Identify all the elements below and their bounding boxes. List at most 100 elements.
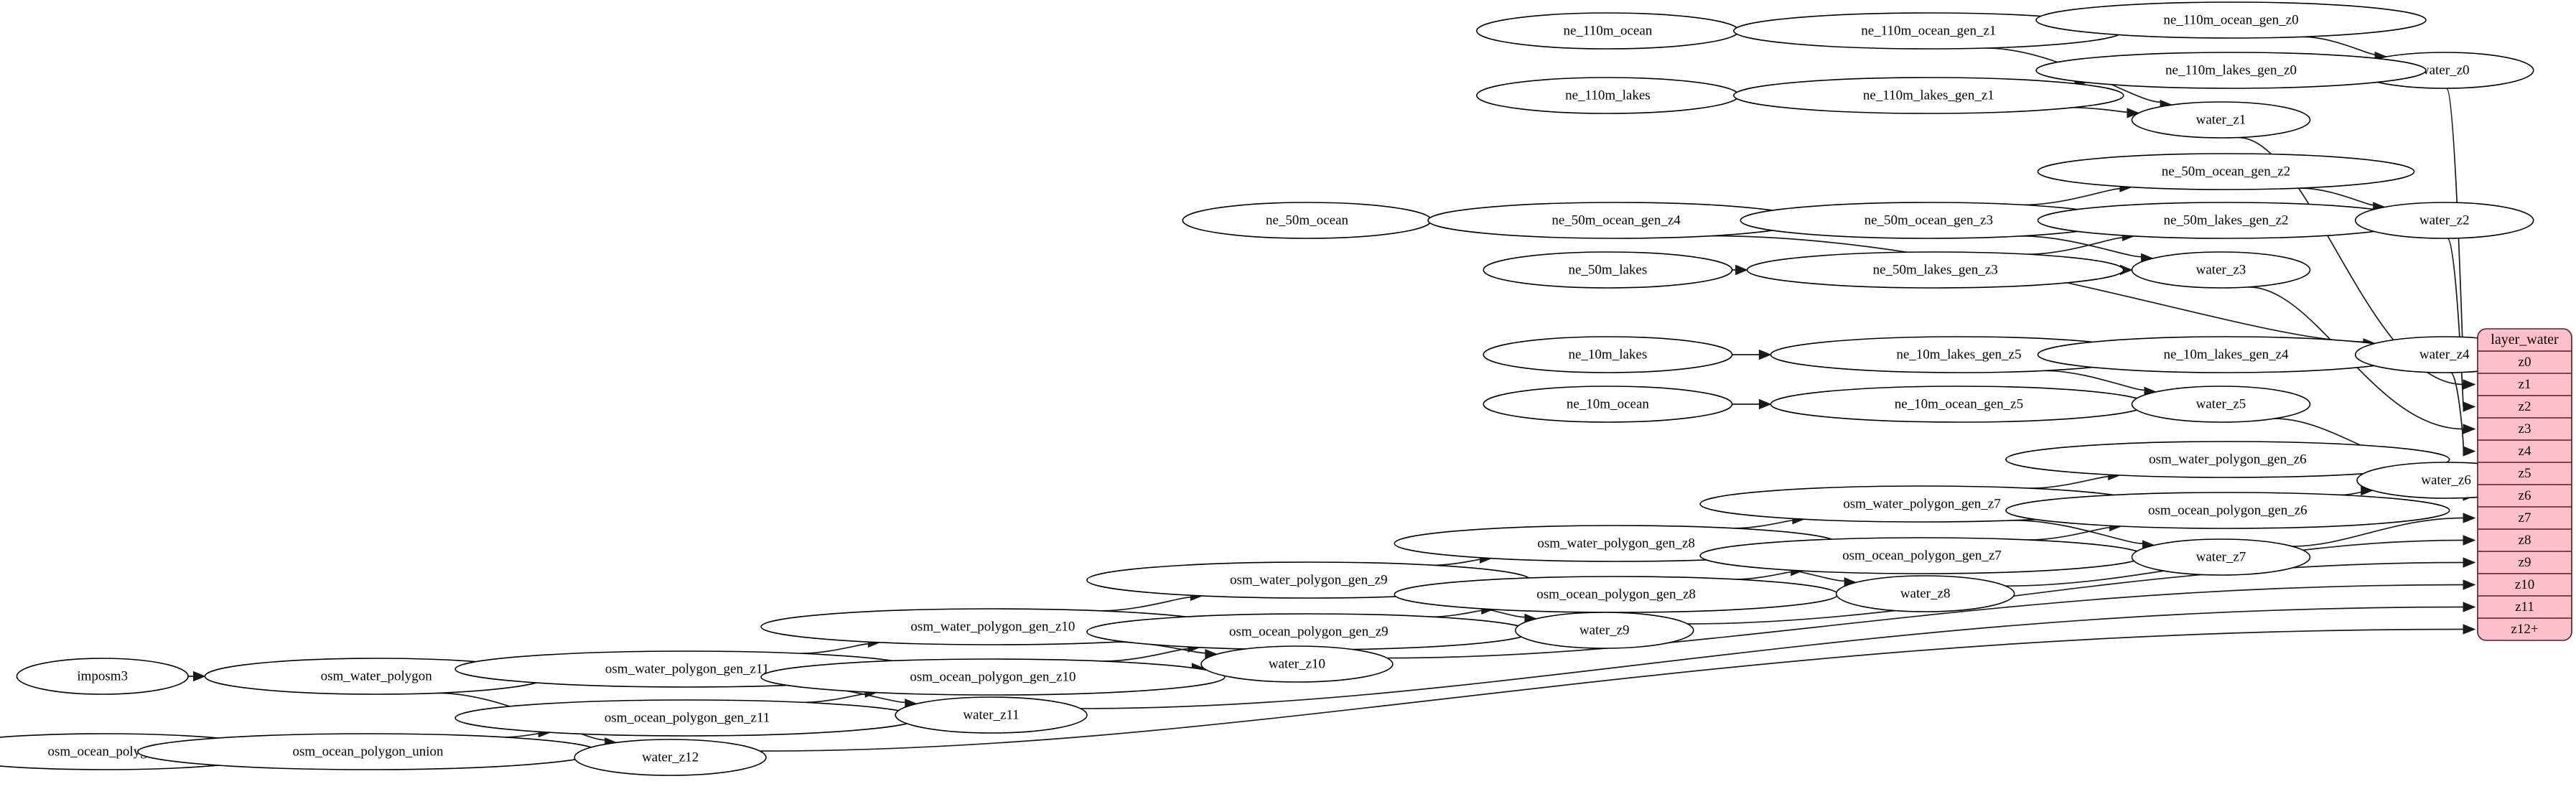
- node-label: water_z2: [2419, 213, 2470, 228]
- node-label: osm_ocean_polygon: [47, 744, 161, 759]
- record-node-layer-water[interactable]: layer_waterz0z1z2z3z4z5z6z7z8z9z10z11z12…: [2477, 328, 2572, 641]
- record-row-z8[interactable]: z8: [2519, 533, 2531, 548]
- edge-osm_water_polygon_gen_z7-to-osm_water_polygon_gen_z6: [2030, 475, 2111, 489]
- node-label: ne_50m_ocean_gen_z2: [2162, 164, 2290, 179]
- node-ne_110m_ocean[interactable]: ne_110m_ocean: [1476, 12, 1740, 50]
- node-label: osm_ocean_polygon_gen_z9: [1229, 624, 1389, 639]
- node-label: osm_water_polygon: [321, 668, 433, 683]
- node-shape: [2131, 101, 2311, 139]
- record-row-z11[interactable]: z11: [2515, 599, 2534, 615]
- edge-arrowhead: [2463, 401, 2476, 412]
- edge-osm_water_polygon_gen_z11-to-osm_water_polygon_gen_z10: [800, 643, 870, 655]
- edge-osm_water_polygon_gen_z8-to-osm_water_polygon_gen_z7: [1734, 519, 1795, 529]
- node-ne_10m_lakes_gen_z5[interactable]: ne_10m_lakes_gen_z5: [1770, 336, 2148, 373]
- node-ne_10m_lakes[interactable]: ne_10m_lakes: [1483, 336, 1733, 373]
- edge-arrowhead: [1758, 398, 1772, 410]
- edge-ne_10m_lakes_gen_z5-to-water_z5: [2043, 370, 2147, 391]
- node-ne_50m_lakes[interactable]: ne_50m_lakes: [1483, 251, 1733, 289]
- node-label: osm_ocean_polygon_gen_z10: [910, 669, 1075, 684]
- record-row-z1[interactable]: z1: [2519, 377, 2531, 392]
- node-water_z10[interactable]: water_z10: [1200, 645, 1394, 683]
- node-label: water_z11: [963, 707, 1019, 722]
- edge-arrowhead: [2463, 624, 2476, 635]
- node-label: ne_50m_ocean_gen_z4: [1551, 213, 1681, 228]
- node-shape: [2035, 52, 2427, 89]
- node-water_z2[interactable]: water_z2: [2354, 202, 2534, 239]
- record-row-z10[interactable]: z10: [2515, 577, 2534, 592]
- node-label: ne_110m_ocean: [1563, 23, 1652, 38]
- record-row-z3[interactable]: z3: [2519, 421, 2531, 436]
- record-row-z4[interactable]: z4: [2519, 444, 2531, 459]
- node-label: osm_ocean_polygon_gen_z7: [1842, 548, 2002, 563]
- node-label: water_z0: [2419, 62, 2470, 78]
- node-ne_110m_ocean_gen_z1[interactable]: ne_110m_ocean_gen_z1: [1733, 12, 2124, 50]
- node-water_z12[interactable]: water_z12: [574, 739, 767, 776]
- node-osm_ocean_polygon_union[interactable]: osm_ocean_polygon_union: [137, 733, 599, 770]
- node-water_z3[interactable]: water_z3: [2131, 251, 2311, 289]
- node-ne_10m_ocean[interactable]: ne_10m_ocean: [1483, 386, 1733, 423]
- node-shape: [1733, 77, 2124, 114]
- node-osm_ocean_polygon_gen_z10[interactable]: osm_ocean_polygon_gen_z10: [760, 658, 1226, 696]
- node-water_z5[interactable]: water_z5: [2131, 386, 2311, 423]
- node-label: ne_110m_ocean_gen_z1: [1861, 23, 1996, 38]
- node-ne_50m_ocean_gen_z3[interactable]: ne_50m_ocean_gen_z3: [1740, 202, 2118, 239]
- edge-arrowhead: [2463, 557, 2476, 568]
- node-label: osm_water_polygon_gen_z6: [2149, 452, 2307, 467]
- node-shape: [2035, 1, 2427, 39]
- node-ne_110m_lakes[interactable]: ne_110m_lakes: [1476, 77, 1740, 114]
- node-label: water_z8: [1900, 586, 1951, 601]
- node-water_z8[interactable]: water_z8: [1835, 575, 2015, 612]
- record-row-z2[interactable]: z2: [2519, 399, 2531, 414]
- record-row-z12plus[interactable]: z12+: [2511, 622, 2538, 637]
- node-shape: [1483, 386, 1733, 423]
- node-label: water_z12: [642, 750, 699, 765]
- nodes-layer: imposm3 osm_water_polygon osm_ocean_polygo…: [0, 1, 2536, 776]
- node-osm_ocean_polygon_gen_z6[interactable]: osm_ocean_polygon_gen_z6: [2005, 492, 2450, 529]
- node-ne_50m_ocean[interactable]: ne_50m_ocean: [1182, 202, 1432, 239]
- edge-osm_ocean_polygon_gen_z10-to-osm_ocean_polygon_gen_z9: [1103, 648, 1190, 662]
- record-row-z5[interactable]: z5: [2519, 466, 2531, 481]
- node-shape: [2131, 538, 2311, 576]
- node-ne_110m_ocean_gen_z0[interactable]: ne_110m_ocean_gen_z0: [2035, 1, 2427, 39]
- edge-arrowhead: [2463, 513, 2476, 523]
- node-osm_ocean_polygon_gen_z8[interactable]: osm_ocean_polygon_gen_z8: [1394, 576, 1839, 613]
- record-row-z7[interactable]: z7: [2519, 510, 2531, 526]
- node-osm_ocean_polygon_gen_z11[interactable]: osm_ocean_polygon_gen_z11: [454, 699, 920, 737]
- edge-arrowhead: [2127, 108, 2140, 118]
- node-label: water_z5: [2196, 396, 2246, 411]
- node-ne_10m_ocean_gen_z5[interactable]: ne_10m_ocean_gen_z5: [1770, 386, 2148, 423]
- node-shape: [760, 658, 1226, 696]
- node-water_z11[interactable]: water_z11: [895, 696, 1088, 734]
- node-water_z7[interactable]: water_z7: [2131, 538, 2311, 576]
- node-label: ne_50m_lakes_gen_z2: [2163, 213, 2288, 228]
- node-shape: [1483, 336, 1733, 373]
- node-osm_ocean_polygon_gen_z9[interactable]: osm_ocean_polygon_gen_z9: [1086, 613, 1531, 650]
- node-label: ne_50m_lakes: [1568, 262, 1647, 277]
- record-row-z0[interactable]: z0: [2519, 355, 2531, 370]
- node-ne_50m_ocean_gen_z2[interactable]: ne_50m_ocean_gen_z2: [2037, 153, 2415, 190]
- edge-osm_water_polygon_gen_z9-to-osm_water_polygon_gen_z8: [1433, 559, 1483, 566]
- edge-arrowhead: [2463, 602, 2476, 612]
- node-water_z1[interactable]: water_z1: [2131, 101, 2311, 139]
- node-osm_ocean_polygon_gen_z7[interactable]: osm_ocean_polygon_gen_z7: [1699, 537, 2145, 574]
- node-shape: [16, 658, 189, 695]
- node-ne_110m_lakes_gen_z0[interactable]: ne_110m_lakes_gen_z0: [2035, 52, 2427, 89]
- node-imposm3[interactable]: imposm3: [16, 658, 189, 695]
- node-ne_110m_lakes_gen_z1[interactable]: ne_110m_lakes_gen_z1: [1733, 77, 2124, 114]
- node-label: ne_50m_ocean_gen_z3: [1865, 213, 1993, 228]
- record-row-z9[interactable]: z9: [2519, 555, 2531, 570]
- node-ne_50m_ocean_gen_z4[interactable]: ne_50m_ocean_gen_z4: [1427, 202, 1805, 239]
- node-ne_10m_lakes_gen_z4[interactable]: ne_10m_lakes_gen_z4: [2037, 336, 2415, 373]
- node-label: ne_110m_lakes_gen_z0: [2165, 62, 2297, 78]
- node-water_z9[interactable]: water_z9: [1514, 612, 1694, 649]
- node-shape: [2131, 251, 2311, 289]
- node-ne_50m_lakes_gen_z2[interactable]: ne_50m_lakes_gen_z2: [2037, 202, 2415, 239]
- node-ne_50m_lakes_gen_z3[interactable]: ne_50m_lakes_gen_z3: [1746, 251, 2124, 289]
- node-label: osm_ocean_polygon_union: [292, 744, 444, 759]
- node-osm_water_polygon_gen_z6[interactable]: osm_water_polygon_gen_z6: [2005, 441, 2450, 478]
- edge-ne_50m_ocean_gen_z2-to-water_z2: [2300, 187, 2376, 206]
- node-label: osm_water_polygon_gen_z8: [1537, 536, 1695, 551]
- node-label: osm_ocean_polygon_gen_z8: [1536, 587, 1696, 602]
- record-row-z6[interactable]: z6: [2519, 488, 2531, 503]
